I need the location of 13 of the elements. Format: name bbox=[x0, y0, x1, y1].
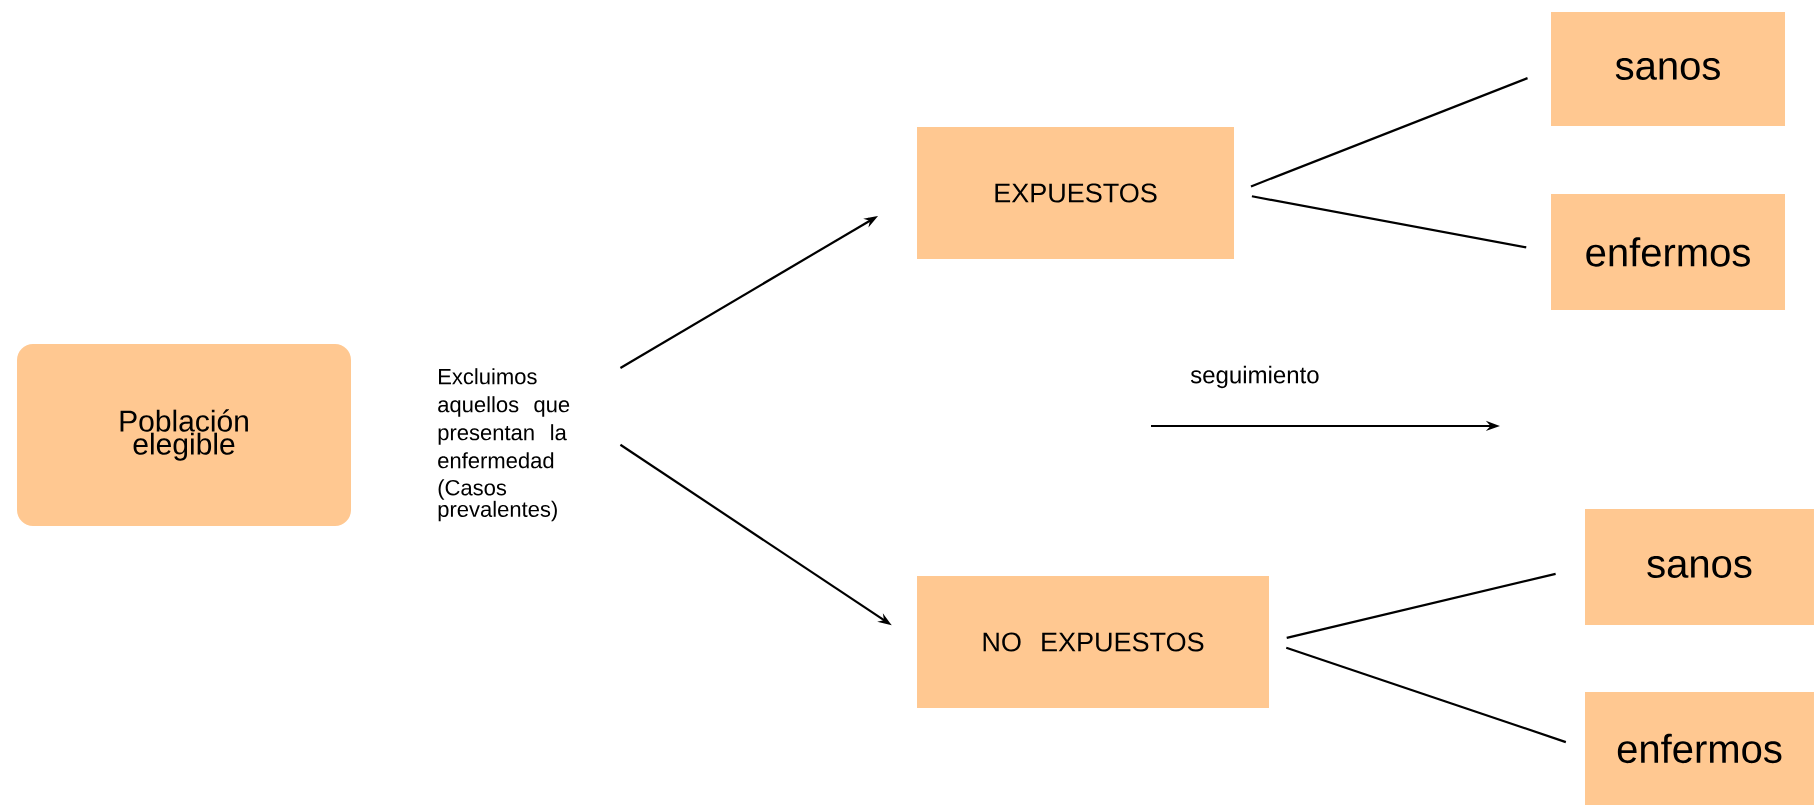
connector-line bbox=[1285, 646, 1567, 744]
process-box: Población elegible bbox=[17, 344, 351, 526]
outcome-box: enfermos bbox=[1585, 692, 1814, 805]
connector-line bbox=[1250, 77, 1528, 188]
outcome-box: sanos bbox=[1551, 12, 1785, 126]
connector-line bbox=[1286, 572, 1556, 639]
process-box: NO EXPUESTOS bbox=[917, 576, 1269, 708]
outcome-box: sanos bbox=[1585, 509, 1814, 625]
arrow-label: seguimiento bbox=[1190, 365, 1319, 389]
process-box: EXPUESTOS bbox=[917, 127, 1234, 259]
note-text: Excluimos aquellos que presentan la enfermedad (Casos prevalentes) bbox=[438, 368, 570, 522]
outcome-box: enfermos bbox=[1551, 194, 1785, 310]
connector-line bbox=[1251, 195, 1527, 249]
